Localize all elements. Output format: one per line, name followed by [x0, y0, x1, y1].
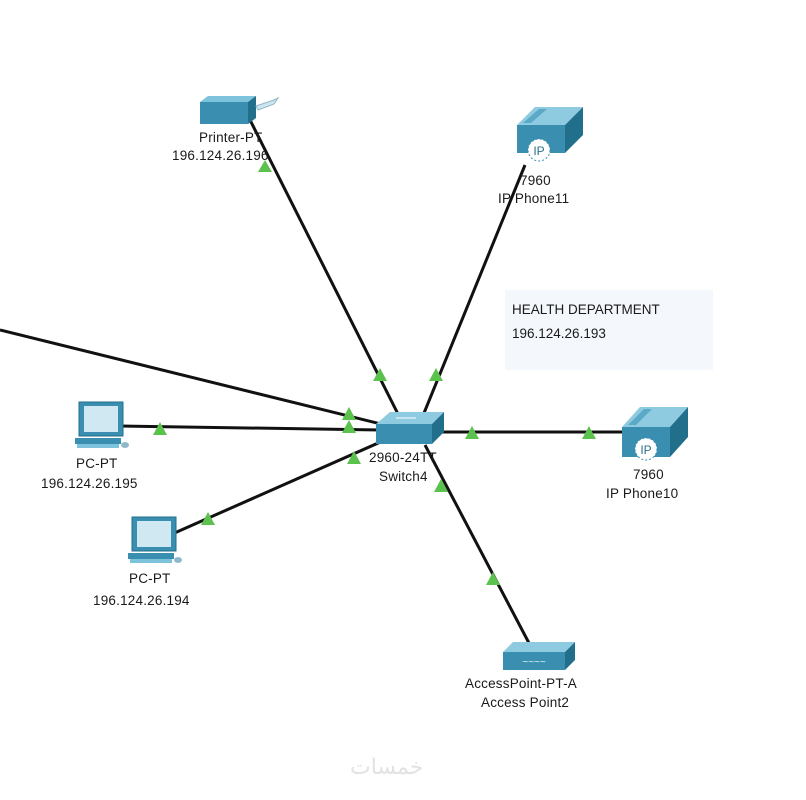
pc194-label-model: PC-PT: [129, 571, 171, 586]
link-switch-pc195[interactable]: [119, 424, 381, 432]
link-switch-ap2[interactable]: [423, 444, 532, 646]
link-up-indicator: [342, 407, 356, 420]
pc195-label-ip: 196.124.26.195: [41, 476, 138, 491]
link-up-indicator: [429, 368, 443, 381]
pc195-label-model: PC-PT: [76, 456, 118, 471]
link-switch-offscreen[interactable]: [0, 328, 386, 427]
switch-label-name: Switch4: [379, 469, 428, 484]
link-up-indicator: [258, 160, 272, 172]
access-point-icon[interactable]: ~~~~: [503, 642, 575, 670]
link-up-indicator: [465, 426, 479, 439]
pc-icon[interactable]: [128, 516, 182, 563]
svg-text:~~~~: ~~~~: [522, 657, 546, 668]
note-title: HEALTH DEPARTMENT: [512, 302, 660, 317]
link-switch-printer[interactable]: [243, 109, 402, 419]
link-up-indicator: [153, 422, 167, 435]
link-up-indicator: [486, 572, 500, 585]
link-up-indicator: [373, 368, 387, 381]
link-up-indicator: [582, 426, 596, 439]
phone10-label-model: 7960: [633, 467, 664, 482]
printer-label-model: Printer-PT: [199, 130, 263, 145]
ap-label-name: Access Point2: [481, 695, 570, 710]
pc-icon[interactable]: [75, 401, 129, 448]
ip-badge: IP: [640, 443, 651, 457]
link-up-indicator: [347, 451, 361, 464]
health-department-note[interactable]: HEALTH DEPARTMENT 196.124.26.193: [505, 290, 713, 370]
phone10-label-name: IP Phone10: [606, 486, 679, 501]
link-up-indicator: [342, 420, 356, 433]
ip-phone-icon[interactable]: IP: [622, 407, 688, 461]
switch-icon[interactable]: [376, 412, 444, 444]
phone11-label-name: IP Phone11: [498, 191, 570, 206]
pc194-label-ip: 196.124.26.194: [93, 593, 190, 608]
printer-icon[interactable]: [200, 96, 280, 124]
link-status-layer: [153, 160, 596, 585]
note-ip: 196.124.26.193: [512, 326, 606, 341]
switch-label-model: 2960-24TT: [369, 450, 437, 465]
printer-label-ip: 196.124.26.196: [172, 148, 269, 163]
ip-badge: IP: [533, 144, 544, 158]
watermark: خمسات: [350, 755, 424, 780]
link-up-indicator: [434, 479, 448, 492]
ip-phone-icon[interactable]: IP: [517, 107, 583, 162]
phone11-label-model: 7960: [520, 173, 551, 188]
ap-label-model: AccessPoint-PT-A: [465, 676, 577, 691]
link-up-indicator: [201, 512, 215, 525]
